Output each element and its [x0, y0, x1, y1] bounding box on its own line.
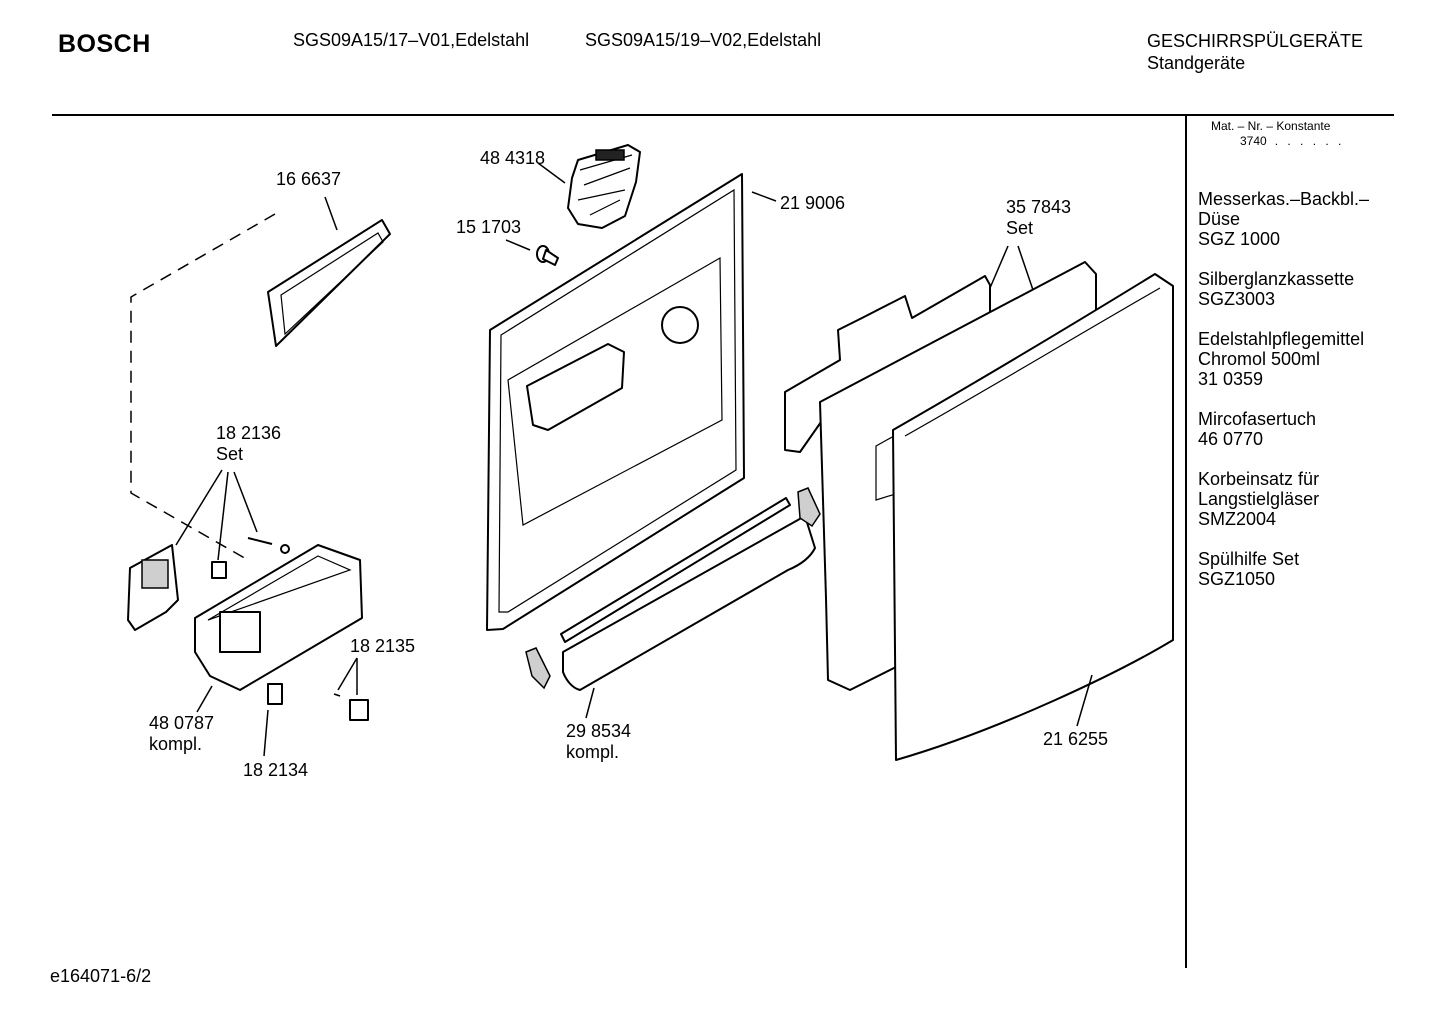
category-subtitle: Standgeräte: [1147, 53, 1246, 73]
model-number-2: SGS09A15/19–V02,Edelstahl: [585, 30, 822, 50]
clip-drawing: [263, 683, 283, 757]
accessory-line: Chromol 500ml: [1198, 349, 1321, 369]
gasket-frame-drawing: [267, 196, 391, 347]
accessory-line: Spülhilfe Set: [1198, 549, 1300, 569]
hinge-clip-right-drawing: [797, 487, 821, 528]
drawing-code: e164071-6/2: [50, 966, 152, 986]
material-constant-heading: Mat. – Nr. – Konstante: [1211, 119, 1331, 133]
accessory-item: Edelstahlpflegemittel Chromol 500ml 31 0…: [1198, 329, 1369, 389]
part-label-182136: 18 2136 Set: [216, 423, 281, 465]
accessory-line: SGZ3003: [1198, 289, 1276, 309]
part-suffix: kompl.: [566, 742, 620, 762]
dispenser-unit-drawing: [537, 144, 641, 229]
accessory-line: SMZ2004: [1198, 509, 1277, 529]
brand-logo: BOSCH: [58, 30, 151, 58]
front-panel-drawing: [892, 273, 1174, 761]
header-divider: [52, 114, 1394, 116]
accessory-item: Korbeinsatz für Langstielgläser SMZ2004: [1198, 469, 1369, 529]
accessory-item: Silberglanzkassette SGZ3003: [1198, 269, 1369, 309]
part-label-480787: 48 0787 kompl.: [149, 713, 214, 755]
accessories-list: Messerkas.–Backbl.– Düse SGZ 1000 Silber…: [1198, 189, 1369, 609]
material-constant-value: 3740: [1240, 134, 1267, 148]
part-number: 29 8534: [566, 721, 632, 741]
accessory-item: Mircofasertuch 46 0770: [1198, 409, 1369, 449]
hinge-clip-left-drawing: [525, 647, 551, 690]
material-constant-row: 3740 . . . . . .: [1211, 134, 1344, 149]
accessory-item: Spülhilfe Set SGZ1050: [1198, 549, 1369, 589]
part-number: 35 7843: [1006, 197, 1072, 217]
accessory-line: Edelstahlpflegemittel: [1198, 329, 1365, 349]
button-drawing: [333, 657, 369, 721]
accessory-line: Mircofasertuch: [1198, 409, 1317, 429]
category-block: GESCHIRRSPÜLGERÄTE Standgeräte: [1147, 30, 1363, 74]
accessory-line: 46 0770: [1198, 429, 1264, 449]
part-label-151703: 15 1703: [456, 217, 522, 237]
part-label-484318: 48 4318: [480, 148, 546, 168]
part-suffix: kompl.: [149, 734, 203, 754]
sidebar-divider: [1185, 116, 1187, 968]
accessory-line: SGZ 1000: [1198, 229, 1281, 249]
accessory-line: Messerkas.–Backbl.–: [1198, 189, 1370, 209]
material-constant-dots: . . . . . .: [1274, 134, 1345, 148]
accessory-line: Langstielgläser: [1198, 489, 1320, 509]
accessory-line: Korbeinsatz für: [1198, 469, 1320, 489]
part-number: 48 0787: [149, 713, 215, 733]
accessory-line: Düse: [1198, 209, 1241, 229]
part-label-298534: 29 8534 kompl.: [566, 721, 631, 763]
inner-door-drawing: [486, 173, 777, 631]
accessory-item: Messerkas.–Backbl.– Düse SGZ 1000: [1198, 189, 1369, 249]
part-label-182134: 18 2134: [243, 760, 309, 780]
category-title: GESCHIRRSPÜLGERÄTE: [1147, 31, 1364, 51]
bracket-set-drawing: [127, 469, 290, 631]
assembly-dashed-line: [130, 213, 276, 561]
accessory-line: Silberglanzkassette: [1198, 269, 1355, 289]
part-label-219006: 21 9006: [780, 193, 846, 213]
part-label-216255: 21 6255: [1043, 729, 1109, 749]
part-label-182135: 18 2135: [350, 636, 416, 656]
part-label-166637: 16 6637: [276, 169, 342, 189]
control-panel-drawing: [194, 544, 363, 713]
model-number-1: SGS09A15/17–V01,Edelstahl: [293, 30, 530, 50]
part-label-357843: 35 7843 Set: [1006, 197, 1071, 239]
screw-drawing: [505, 239, 559, 266]
part-number: 18 2136: [216, 423, 282, 443]
part-suffix: Set: [1006, 218, 1034, 238]
accessory-line: SGZ1050: [1198, 569, 1276, 589]
lower-trim-drawing: [560, 497, 816, 719]
material-constant: Mat. – Nr. – Konstante 3740 . . . . . .: [1211, 119, 1344, 149]
part-suffix: Set: [216, 444, 244, 464]
accessory-line: 31 0359: [1198, 369, 1264, 389]
